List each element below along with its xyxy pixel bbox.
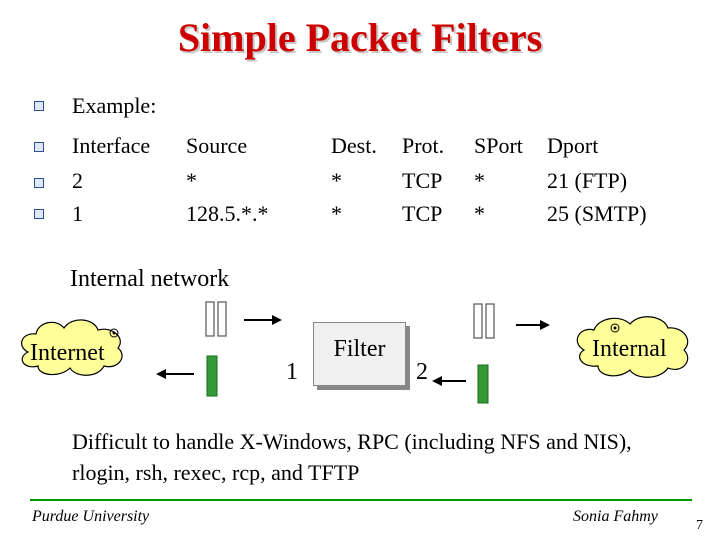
bullet-text: Example:	[72, 93, 157, 118]
internet-cloud-icon	[20, 319, 123, 376]
note-text: Difficult to handle X-Windows, RPC (incl…	[72, 429, 632, 485]
packet-icon	[205, 301, 227, 337]
interface-bar-2	[477, 364, 489, 404]
interface-number-1: 1	[286, 359, 298, 385]
bullet-icon	[34, 101, 44, 111]
bullet-icon	[34, 142, 44, 152]
arrow-left-icon	[432, 376, 466, 386]
table-cell: *	[331, 201, 342, 226]
table-cell: *	[186, 168, 197, 193]
footer-rule	[30, 499, 692, 501]
column-header: Dport	[547, 133, 599, 158]
internal-label: Internal	[592, 336, 667, 362]
bullet-text: Interface	[72, 133, 151, 158]
arrow-right-icon	[516, 320, 550, 330]
column-header: Source	[186, 133, 248, 158]
bullet-icon	[34, 209, 44, 219]
arrow-right-icon	[244, 315, 282, 325]
filter-box	[313, 322, 406, 386]
table-cell: *	[474, 201, 485, 226]
internal-antenna-icon	[610, 323, 620, 333]
page-number: 7	[696, 518, 703, 533]
network-diagram	[20, 301, 689, 404]
column-header: SPort	[474, 133, 523, 158]
bullet-text: 1	[72, 201, 83, 226]
bullet-icon	[34, 178, 44, 188]
diagram-heading: Internal network	[70, 266, 230, 292]
column-header: Prot.	[402, 133, 445, 158]
bullet-text: 2	[72, 168, 83, 193]
interface-number-2: 2	[416, 359, 428, 385]
internet-antenna-icon	[109, 328, 119, 338]
arrow-left-icon	[156, 369, 194, 379]
footer-institution: Purdue University	[32, 508, 150, 525]
footer-author: Sonia Fahmy	[573, 508, 658, 525]
slide-title: Simple Packet Filters	[177, 15, 543, 60]
table-cell: 128.5.*.*	[186, 201, 269, 226]
interface-bar-1	[206, 355, 218, 397]
table-cell: TCP	[402, 201, 443, 226]
table-cell: 25 (SMTP)	[547, 201, 647, 226]
table-cell: *	[474, 168, 485, 193]
packet-icon	[473, 303, 495, 339]
internet-label: Internet	[30, 340, 105, 366]
column-header: Dest.	[331, 133, 377, 158]
internal-cloud-icon	[576, 316, 689, 378]
table-cell: *	[331, 168, 342, 193]
filter-label: Filter	[333, 336, 386, 362]
table-cell: 21 (FTP)	[547, 168, 628, 193]
table-cell: TCP	[402, 168, 443, 193]
